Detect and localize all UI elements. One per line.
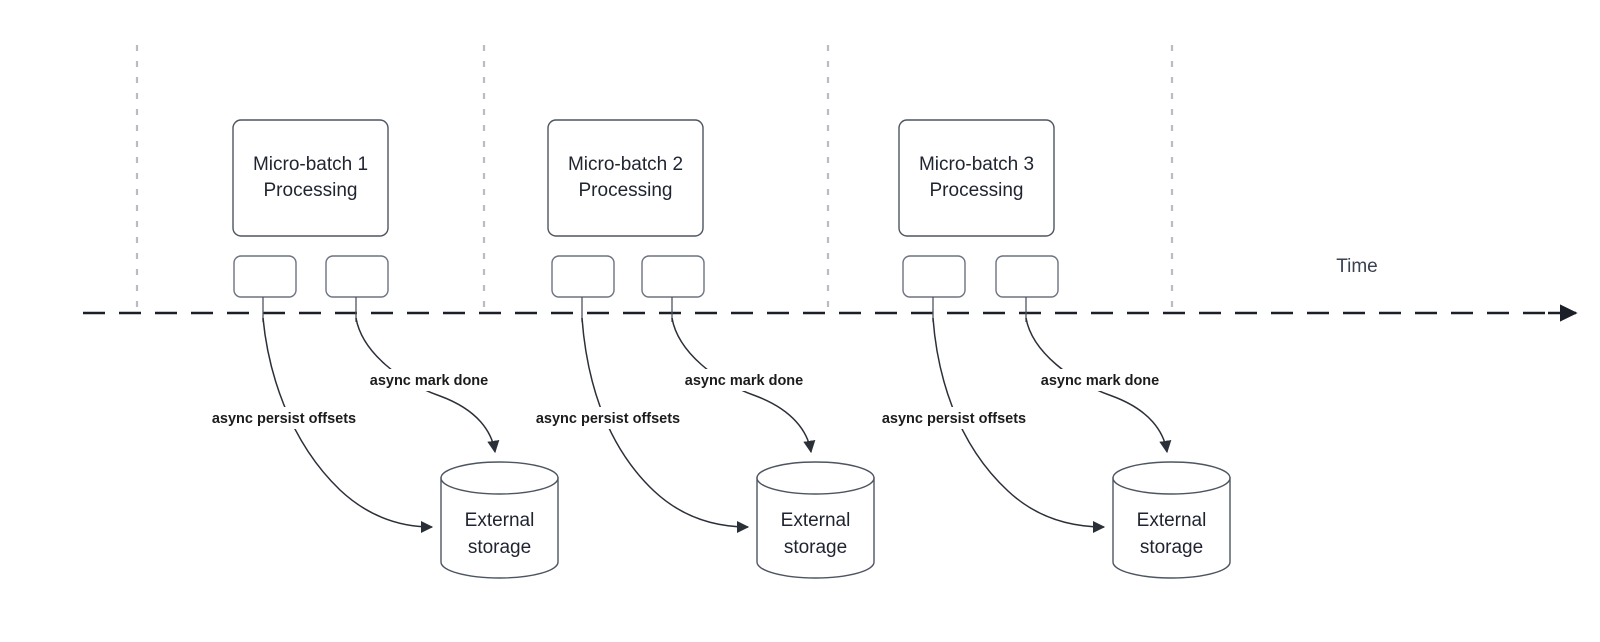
group-3-persist-task-box[interactable]	[902, 255, 966, 298]
group-2-storage-body	[756, 477, 875, 579]
group-3-mark-done-edge	[1025, 317, 1172, 454]
group-1-mark-done-label-text: async mark done	[370, 373, 488, 389]
group-1-external-storage[interactable]: External storage	[440, 461, 559, 579]
timeline-tick-lines	[135, 45, 1174, 316]
group-2-mark-done-label-text: async mark done	[685, 373, 803, 389]
group-1-mark-done-label-bg	[358, 369, 500, 391]
group-1-mark-done-task-box[interactable]	[325, 255, 389, 298]
group-2-persist-offsets-label: async persist offsets	[520, 407, 697, 429]
group-1-storage-label-line1: External	[465, 510, 535, 531]
group-3-persist-offsets-label: async persist offsets	[866, 407, 1043, 429]
group-1-mark-done-edge	[355, 317, 500, 454]
group-3-persist-offsets-label-text: async persist offsets	[882, 411, 1026, 427]
group-1-persist-offsets-label: async persist offsets	[196, 407, 373, 429]
micro-batch-3-box[interactable]: Micro-batch 3 Processing	[898, 119, 1055, 237]
group-2-storage-top	[756, 461, 875, 495]
group-3: Micro-batch 3 Processing External storag…	[866, 119, 1231, 579]
group-1-persist-offsets-label-text: async persist offsets	[212, 411, 356, 427]
group-3-storage-label-line2: storage	[1140, 537, 1203, 558]
group-2-persist-offsets-label-text: async persist offsets	[536, 411, 680, 427]
group-2: Micro-batch 2 Processing External storag…	[520, 119, 875, 579]
group-3-mark-done-label: async mark done	[1029, 369, 1171, 391]
group-1: Micro-batch 1 Processing External storag…	[196, 119, 559, 579]
group-2-persist-offsets-edge	[581, 317, 750, 534]
group-3-mark-done-task-box[interactable]	[995, 255, 1059, 298]
group-2-mark-done-label-bg	[673, 369, 815, 391]
micro-batch-2-rect[interactable]	[547, 119, 704, 237]
group-1-storage-body	[440, 477, 559, 579]
time-axis-label: Time	[1336, 256, 1378, 277]
micro-batch-2-box[interactable]: Micro-batch 2 Processing	[547, 119, 704, 237]
micro-batch-2-label-line2: Processing	[579, 180, 673, 201]
group-3-storage-top	[1112, 461, 1231, 495]
group-2-storage-label-line1: External	[781, 510, 851, 531]
group-1-mark-done-label: async mark done	[358, 369, 500, 391]
group-2-mark-done-task-box[interactable]	[641, 255, 705, 298]
group-2-mark-done-label: async mark done	[673, 369, 815, 391]
group-2-mark-done-edge	[671, 317, 816, 454]
group-1-storage-label-line2: storage	[468, 537, 531, 558]
group-3-mark-done-label-bg	[1029, 369, 1171, 391]
group-3-persist-offsets-edge	[932, 317, 1106, 534]
group-3-persist-offsets-label-bg	[866, 407, 1043, 429]
group-1-storage-top	[440, 461, 559, 495]
micro-batch-3-label-line2: Processing	[930, 180, 1024, 201]
group-3-storage-body	[1112, 477, 1231, 579]
micro-batch-2-label-line1: Micro-batch 2	[568, 154, 683, 175]
micro-batch-3-label-line1: Micro-batch 3	[919, 154, 1034, 175]
group-3-external-storage[interactable]: External storage	[1112, 461, 1231, 579]
micro-batch-3-rect[interactable]	[898, 119, 1055, 237]
micro-batch-1-label-line1: Micro-batch 1	[253, 154, 368, 175]
micro-batch-1-box[interactable]: Micro-batch 1 Processing	[232, 119, 389, 237]
micro-batch-1-rect[interactable]	[232, 119, 389, 237]
group-1-persist-offsets-label-bg	[196, 407, 373, 429]
group-1-persist-task-box[interactable]	[233, 255, 297, 298]
group-2-storage-label-line2: storage	[784, 537, 847, 558]
group-2-external-storage[interactable]: External storage	[756, 461, 875, 579]
group-3-mark-done-label-text: async mark done	[1041, 373, 1159, 389]
group-2-persist-task-box[interactable]	[551, 255, 615, 298]
micro-batch-1-label-line2: Processing	[264, 180, 358, 201]
group-1-persist-offsets-edge	[262, 317, 434, 534]
group-3-storage-label-line1: External	[1137, 510, 1207, 531]
group-2-persist-offsets-label-bg	[520, 407, 697, 429]
